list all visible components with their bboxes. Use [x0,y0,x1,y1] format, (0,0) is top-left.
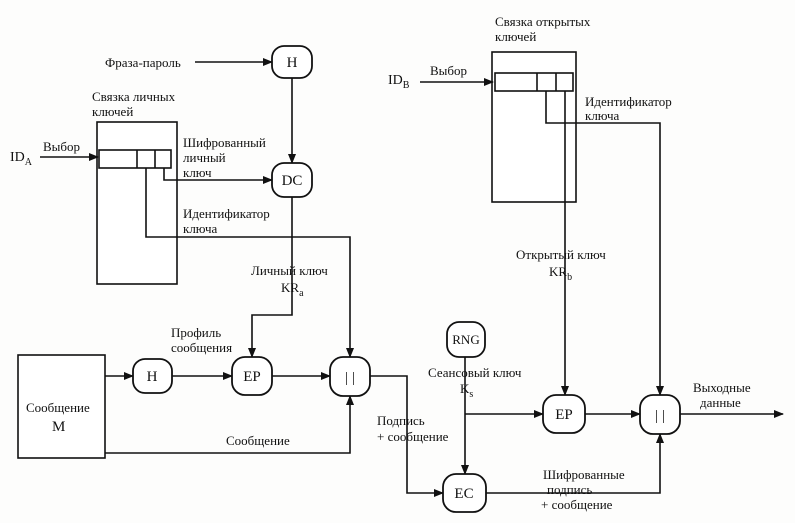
output-label-2: данные [700,395,741,410]
private-keyring-box [96,121,178,285]
message-box-title: Сообщение [26,400,90,415]
enc-output-label-2: подпись [547,482,592,497]
svg-text:H: H [147,369,158,385]
session-key-symbol: Ks [460,381,473,400]
enc-private-key-label-3: ключ [183,165,212,180]
hash-node-top: H [271,45,313,79]
sig-msg-label: Подпись [377,413,425,428]
svg-text:DC: DC [282,173,303,189]
svg-text:EP: EP [243,369,261,385]
svg-text:RNG: RNG [452,332,479,347]
session-key-label: Сеансовый ключ [428,365,522,380]
message-label: Сообщение [226,433,290,448]
message-box [17,354,106,459]
private-keyring-entry [98,149,172,169]
select-b-label: Выбор [430,63,467,78]
rng-node: RNG [446,321,486,358]
private-key-label: Личный ключ [251,263,328,278]
concat-node-1: | | [329,356,371,397]
public-keyring-title-2: ключей [495,29,536,44]
svg-text:| |: | | [345,370,355,386]
private-keyring-title-2: ключей [92,104,133,119]
key-id-a-label: Идентификатор [183,206,270,221]
digest-label-2: сообщения [171,340,232,355]
public-key-symbol: KRb [549,264,572,283]
message-box-symbol: M [52,419,65,435]
encrypt-conventional-node: EC [442,473,487,513]
output-label: Выходные [693,380,751,395]
public-key-label: Открытый ключ [516,247,606,262]
passphrase-label: Фраза-пароль [105,55,181,70]
public-keyring-entry [494,72,574,92]
enc-private-key-label-2: личный [183,150,226,165]
id-a-label: IDA [10,150,33,168]
decrypt-node: DC [271,162,313,198]
concat-node-2: | | [639,394,681,435]
sig-msg-label-2: + сообщение [377,429,449,444]
private-key-symbol: KRa [281,280,304,299]
enc-output-label-3: + сообщение [541,497,613,512]
select-a-label: Выбор [43,139,80,154]
encrypt-key-node: EP [542,394,586,434]
encrypt-signature-node: EP [231,356,273,396]
enc-output-label: Шифрованные [543,467,625,482]
svg-text:H: H [287,55,298,71]
hash-node-message: H [132,358,173,394]
svg-text:| |: | | [655,408,665,424]
svg-text:EC: EC [454,486,473,502]
id-b-label: IDB [388,73,410,91]
svg-text:EP: EP [555,407,573,423]
key-id-a-label-2: ключа [183,221,218,236]
key-id-b-label-2: ключа [585,108,620,123]
public-keyring-title: Связка открытых [495,14,591,29]
key-id-b-label: Идентификатор [585,94,672,109]
enc-private-key-label: Шифрованный [183,135,266,150]
digest-label: Профиль [171,325,221,340]
private-keyring-title: Связка личных [92,89,176,104]
